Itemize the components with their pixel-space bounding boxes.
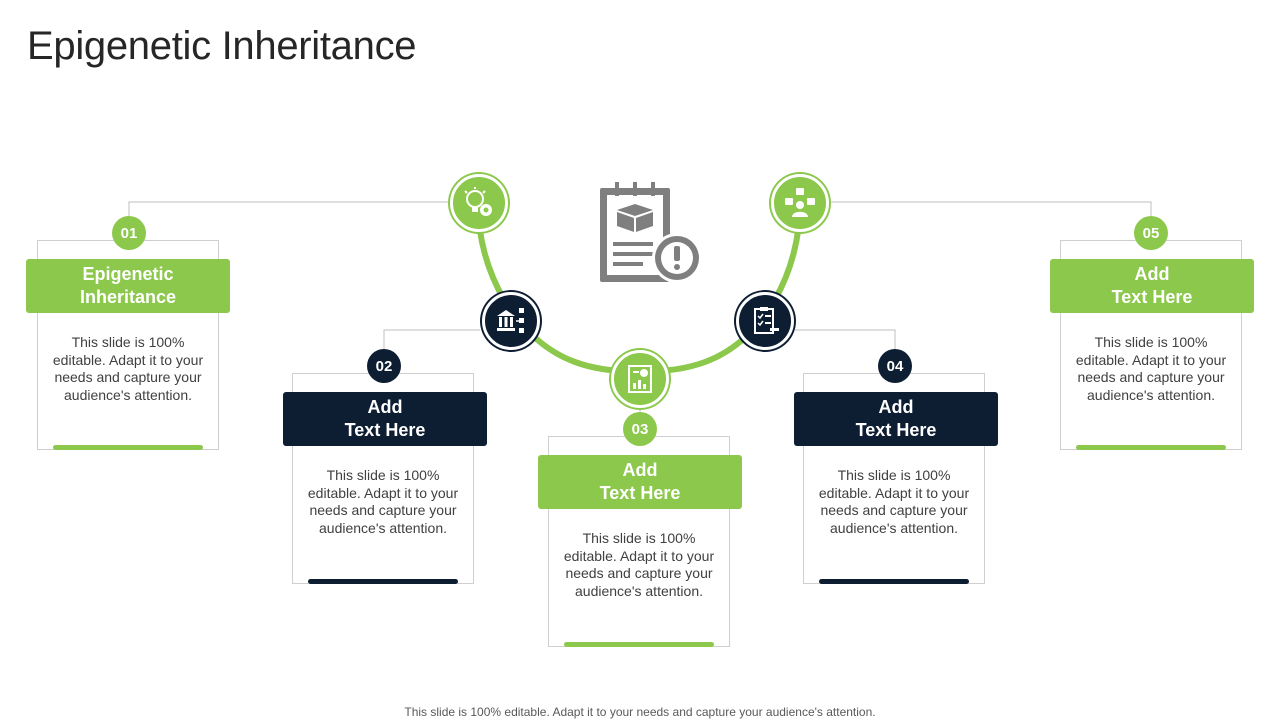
connector-05 xyxy=(830,201,1152,232)
icon-circle-03 xyxy=(611,350,669,408)
card-02-text: This slide is 100% editable. Adapt it to… xyxy=(307,467,459,537)
card-02-bottom-bar xyxy=(308,579,458,584)
card-01-bottom-bar xyxy=(53,445,203,450)
card-04-text: This slide is 100% editable. Adapt it to… xyxy=(818,467,970,537)
icon-circle-04 xyxy=(736,292,794,350)
bank-flowchart-icon xyxy=(497,308,524,333)
card-03-text: This slide is 100% editable. Adapt it to… xyxy=(563,530,715,600)
card-05-bottom-bar xyxy=(1076,445,1226,450)
icon-circle-02 xyxy=(482,292,540,350)
card-05-text: This slide is 100% editable. Adapt it to… xyxy=(1075,334,1227,404)
icon-circle-05 xyxy=(771,174,829,232)
number-badge-02: 02 xyxy=(367,349,401,383)
number-badge-04: 04 xyxy=(878,349,912,383)
card-05-heading: Add Text Here xyxy=(1050,259,1254,313)
checklist-icon xyxy=(754,307,779,334)
card-04-bottom-bar xyxy=(819,579,969,584)
card-02-heading: Add Text Here xyxy=(283,392,487,446)
icon-circle-01 xyxy=(450,174,508,232)
footer-note: This slide is 100% editable. Adapt it to… xyxy=(404,705,876,719)
connector-01 xyxy=(128,201,448,232)
card-01-text: This slide is 100% editable. Adapt it to… xyxy=(52,334,204,404)
card-01-heading: Epigenetic Inheritance xyxy=(26,259,230,313)
number-badge-01: 01 xyxy=(112,216,146,250)
clipboard-box-alert-icon xyxy=(600,182,702,283)
card-03-bottom-bar xyxy=(564,642,714,647)
user-network-icon xyxy=(785,188,815,217)
number-badge-03: 03 xyxy=(623,412,657,446)
card-03-heading: Add Text Here xyxy=(538,455,742,509)
number-badge-05: 05 xyxy=(1134,216,1168,250)
slide-title: Epigenetic Inheritance xyxy=(27,24,417,68)
card-04-heading: Add Text Here xyxy=(794,392,998,446)
lightbulb-gear-icon xyxy=(464,187,492,216)
report-chart-icon xyxy=(628,365,652,393)
